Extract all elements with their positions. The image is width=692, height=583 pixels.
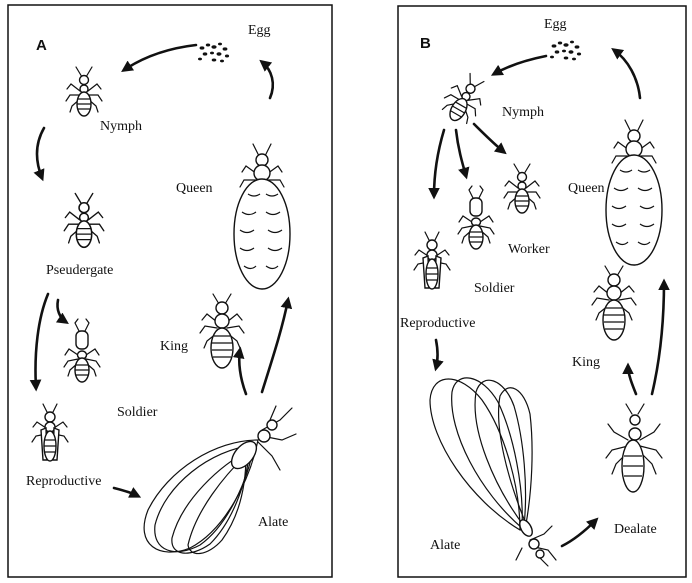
arrow-nymph-to-pseudergate bbox=[37, 128, 44, 178]
panel-a-frame bbox=[8, 5, 332, 577]
queen-icon bbox=[234, 144, 290, 289]
nymph-icon bbox=[66, 67, 102, 116]
nymph-icon bbox=[437, 68, 493, 128]
label-nymph: Nymph bbox=[502, 105, 544, 120]
egg-cluster-icon bbox=[198, 43, 229, 63]
panel-a-letter: A bbox=[36, 37, 47, 54]
panel-b-letter: B bbox=[420, 35, 431, 52]
king-icon bbox=[592, 266, 636, 340]
arrow-reproductive-to-alate bbox=[114, 488, 138, 496]
label-king: King bbox=[572, 355, 600, 370]
panel-b-frame bbox=[398, 6, 686, 577]
label-dealate: Dealate bbox=[614, 522, 657, 537]
label-reproductive: Reproductive bbox=[26, 474, 101, 489]
label-king: King bbox=[160, 339, 188, 354]
reproductive-icon bbox=[414, 232, 450, 289]
egg-cluster-icon bbox=[550, 41, 581, 61]
arrow-dealate-to-queen bbox=[652, 282, 664, 394]
arrow-nymph-to-worker bbox=[474, 124, 504, 152]
queen-icon bbox=[606, 120, 662, 265]
arrow-alate-to-queen bbox=[262, 300, 288, 392]
arrow-pseudergate-to-reproductive bbox=[36, 294, 49, 388]
arrow-pseudergate-to-soldier bbox=[57, 300, 66, 322]
reproductive-icon bbox=[32, 404, 68, 461]
label-queen: Queen bbox=[176, 181, 213, 196]
label-alate: Alate bbox=[258, 515, 288, 530]
label-egg: Egg bbox=[544, 17, 567, 32]
arrow-reproductive-to-alate bbox=[436, 340, 438, 368]
label-reproductive: Reproductive bbox=[400, 316, 475, 331]
soldier-icon bbox=[64, 319, 100, 382]
arrow-nymph-to-reproductive bbox=[434, 130, 444, 196]
arrow-alate-to-king bbox=[239, 350, 246, 394]
soldier-icon bbox=[458, 186, 494, 249]
panel-a: A Egg Nymph Pseudergate Soldier Reproduc… bbox=[8, 5, 332, 577]
label-nymph: Nymph bbox=[100, 119, 142, 134]
pseudergate-icon bbox=[64, 193, 104, 247]
label-alate: Alate bbox=[430, 538, 460, 553]
arrow-dealate-to-king bbox=[628, 366, 636, 394]
label-egg: Egg bbox=[248, 23, 271, 38]
worker-icon bbox=[504, 164, 540, 213]
dealate-icon bbox=[606, 404, 662, 492]
label-soldier: Soldier bbox=[474, 281, 515, 296]
king-icon bbox=[200, 294, 244, 368]
arrow-alate-to-dealate bbox=[562, 520, 596, 546]
label-queen: Queen bbox=[568, 181, 605, 196]
arrow-egg-to-nymph bbox=[124, 45, 196, 70]
arrow-egg-to-nymph bbox=[494, 56, 546, 74]
arrow-queen-to-egg bbox=[614, 50, 640, 98]
label-worker: Worker bbox=[508, 242, 550, 257]
arrow-nymph-to-soldier bbox=[456, 130, 466, 176]
panel-b: B Egg Nymph Worker Soldier Reproductive … bbox=[398, 6, 686, 577]
label-soldier: Soldier bbox=[117, 405, 158, 420]
label-pseudergate: Pseudergate bbox=[46, 263, 113, 278]
alate-icon bbox=[144, 406, 296, 554]
arrow-queen-to-egg bbox=[262, 62, 273, 98]
